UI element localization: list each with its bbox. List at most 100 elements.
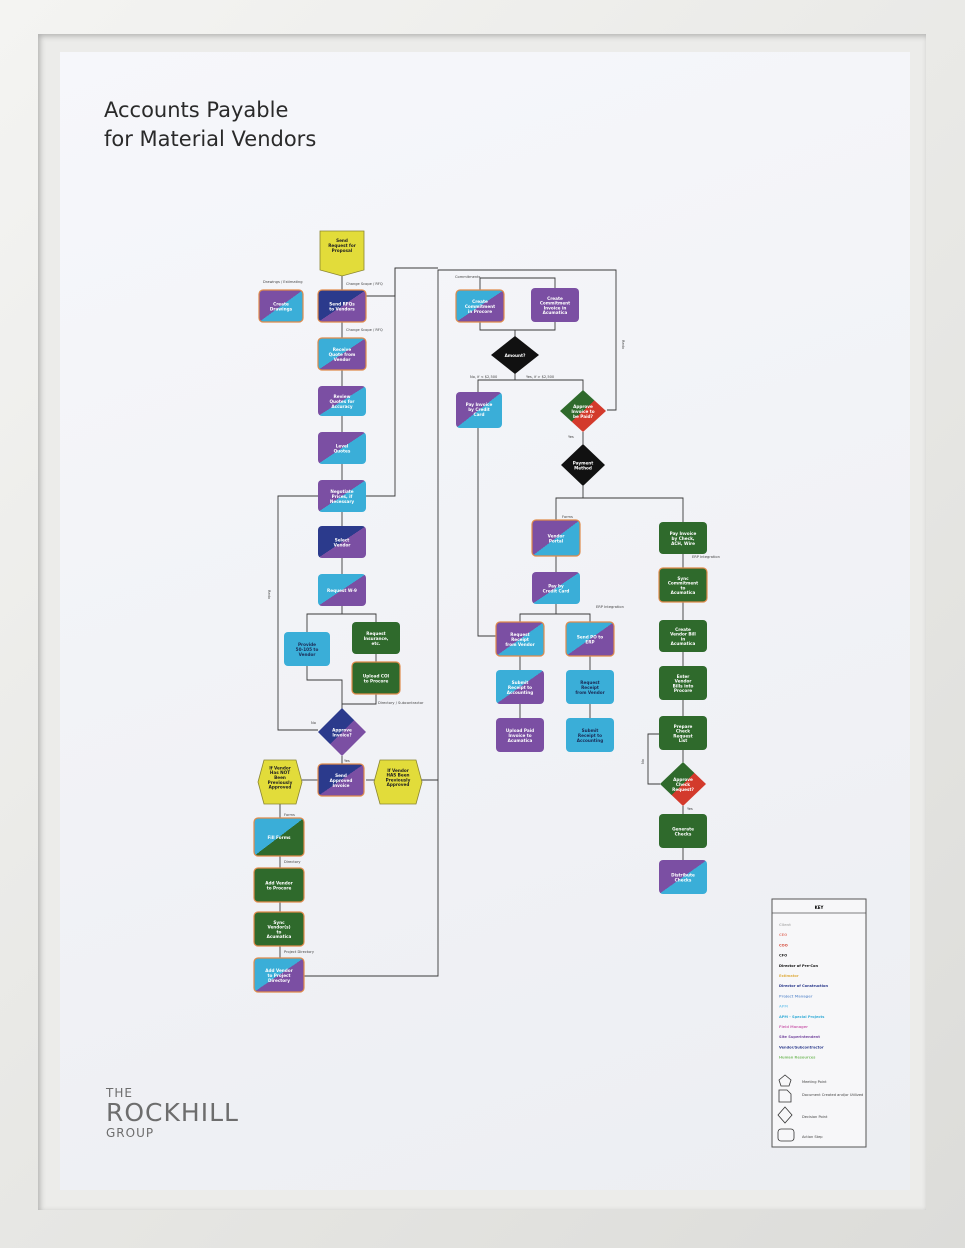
amount-decision-text: Amount? [505, 353, 526, 358]
connector-lines [277, 267, 684, 977]
label-vendor-portal: Forms [562, 515, 573, 519]
key-role-cfo: CFO [779, 954, 787, 958]
logo-name: ROCKHILL [106, 1098, 239, 1127]
key-title: KEY [815, 905, 824, 910]
label-receive: Change Scope / RFQ [346, 328, 383, 332]
fill-forms-text: Fill Forms [267, 835, 291, 840]
poster-paper [60, 52, 910, 1190]
title-line-1: Accounts Payable [104, 98, 289, 122]
logo-the: THE [106, 1086, 133, 1100]
label-no-amount: No, if < $2,500 [470, 375, 498, 379]
node-fill-forms: Fill Forms [253, 817, 305, 857]
rockhill-logo: THE ROCKHILL GROUP [106, 1086, 239, 1140]
label-yes: Yes [344, 759, 350, 763]
node-amount-decision: Amount? [491, 336, 539, 374]
hexagon-icon [778, 1074, 792, 1087]
label-no: No [311, 721, 316, 725]
key-shapes: Meeting Point Document Created and/or Ut… [777, 1074, 863, 1142]
label-forms: Forms [284, 813, 295, 817]
label-erp-2: ERP Integration [596, 605, 624, 609]
key-role-coo: COO [779, 943, 788, 947]
request-w9-text: Request W-9 [327, 588, 357, 593]
key-role-site-superintendent: Site Superintendent [779, 1035, 820, 1039]
rounded-rect-icon [777, 1128, 795, 1142]
key-role-director-of-pre-con: Director of Pre-Con [779, 964, 818, 968]
key-role-director-of-construction: Director of Construction [779, 984, 828, 988]
label-directory: Directory / Subcontractor [378, 701, 424, 705]
logo-group: GROUP [106, 1126, 155, 1140]
key-shape-meeting: Meeting Point [802, 1080, 827, 1084]
label-directory-2: Directory [284, 860, 301, 864]
label-project-directory: Project Directory [284, 950, 315, 954]
label-erp: ERP Integration [692, 555, 720, 559]
key-role-field-manager: Field Manager [779, 1025, 808, 1029]
key-role-apm-special-projects: APM - Special Projects [779, 1015, 824, 1019]
title-line-2: for Material Vendors [104, 127, 317, 151]
key-shape-decision: Decision Point [802, 1115, 828, 1119]
key-role-estimator: Estimator [779, 974, 799, 978]
edge-labels: Drawings / Estimating Change Scope / RFQ… [263, 275, 720, 954]
node-request-w9: Request W-9 [318, 574, 366, 606]
key-role-vendor-subcontractor: Vendor/Subcontractor [779, 1045, 824, 1049]
diamond-icon [777, 1106, 793, 1124]
key-role-apm: APM [779, 1005, 788, 1009]
